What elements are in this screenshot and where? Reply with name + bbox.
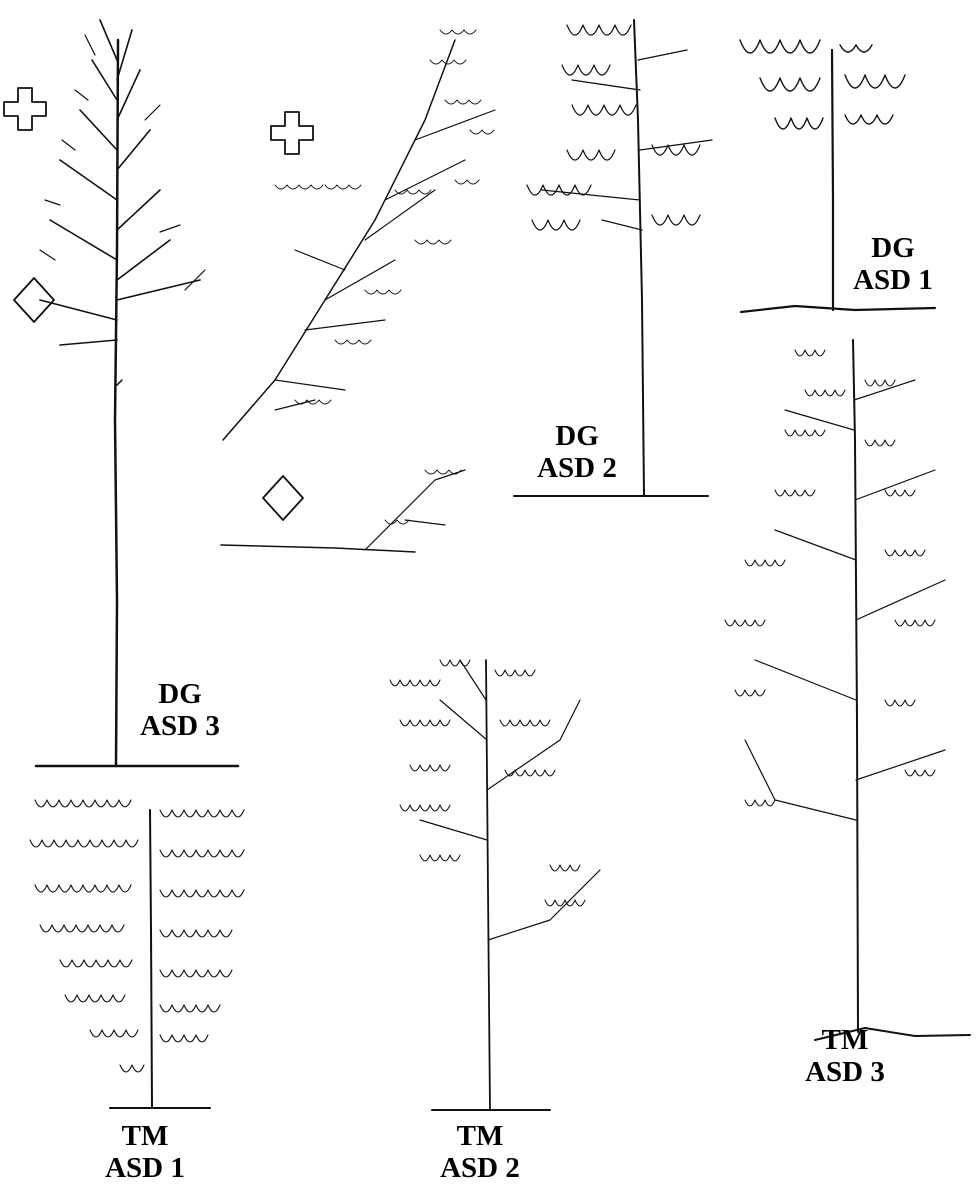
panel-tm-asd2: TM ASD 2 (380, 640, 640, 1204)
stage-label: ASD 2 (425, 1152, 535, 1184)
species-label: TM (100, 1120, 190, 1152)
species-label: DG (833, 232, 953, 264)
panel-dg-branch-detail (215, 0, 515, 570)
diamond-icon (0, 0, 240, 770)
species-label: TM (425, 1120, 535, 1152)
panel-dg-asd1: DG ASD 1 (735, 0, 979, 320)
diamond-icon (215, 0, 515, 570)
label-tm-asd1: TM ASD 1 (100, 1120, 190, 1184)
stage-label: ASD 1 (100, 1152, 190, 1184)
label-dg-asd2: DG ASD 2 (532, 420, 622, 484)
label-dg-asd1: DG ASD 1 (833, 232, 953, 296)
stage-label: ASD 3 (130, 710, 230, 742)
panel-tm-asd1: TM ASD 1 (20, 780, 260, 1204)
species-label: DG (130, 678, 230, 710)
label-tm-asd3: TM ASD 3 (790, 1024, 900, 1088)
stage-label: ASD 1 (833, 264, 953, 296)
stage-label: ASD 3 (790, 1056, 900, 1088)
panel-dg-asd3: DG ASD 3 (0, 0, 240, 770)
panel-tm-asd3: TM ASD 3 (715, 320, 979, 1204)
stage-label: ASD 2 (532, 452, 622, 484)
panel-dg-asd2: DG ASD 2 (512, 0, 712, 505)
label-dg-asd3: DG ASD 3 (130, 678, 230, 742)
species-label: TM (790, 1024, 900, 1056)
label-tm-asd2: TM ASD 2 (425, 1120, 535, 1184)
species-label: DG (532, 420, 622, 452)
